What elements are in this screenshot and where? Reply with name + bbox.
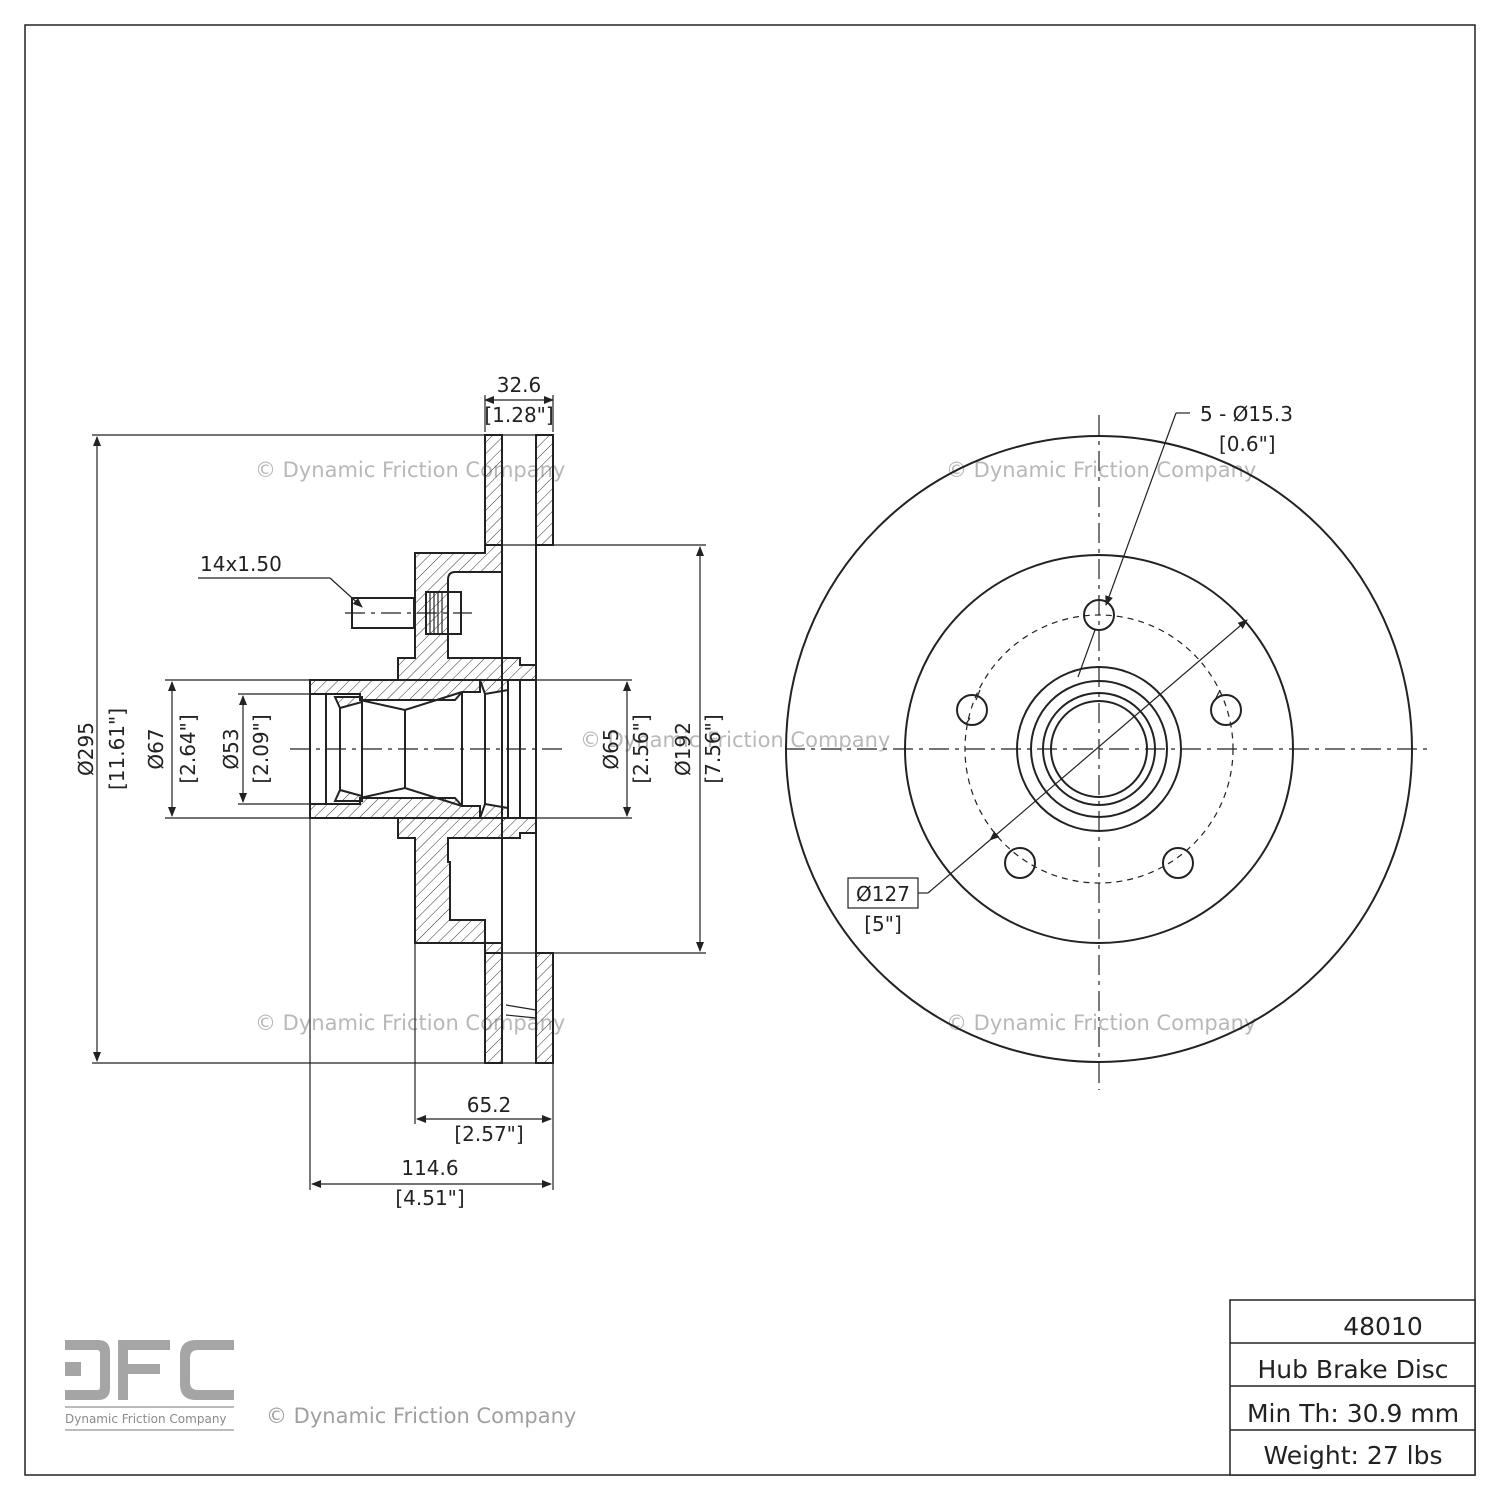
dim-width-mm: 32.6: [497, 373, 542, 397]
dim-outer-dia-mm: Ø295: [74, 722, 98, 776]
disc-plate-inner-bottom: [535, 952, 554, 1064]
logo-letter-c: [180, 1340, 234, 1400]
title-block: 48010 Hub Brake Disc Min Th: 30.9 mm Wei…: [1229, 1299, 1476, 1476]
weight: Weight: 27 lbs: [1263, 1441, 1442, 1470]
disc-plate-outer-top: [484, 434, 503, 546]
dim-d192-mm: Ø192: [671, 722, 695, 776]
dim-d53-in: [2.09"]: [249, 714, 273, 783]
disc-plate-inner-top: [535, 434, 554, 546]
bearing-race-outboard: [333, 788, 363, 802]
logo-subtitle: Dynamic Friction Company: [65, 1412, 227, 1426]
bearing-race-outboard: [333, 696, 363, 710]
sheet-border: [24, 24, 1476, 1476]
stud-hole: [956, 694, 988, 726]
watermarks: © Dynamic Friction Company © Dynamic Fri…: [255, 458, 1256, 1035]
dfc-logo: Dynamic Friction Company: [65, 1340, 234, 1431]
stud-hole: [1004, 847, 1036, 879]
watermark-text: © Dynamic Friction Company: [946, 1011, 1256, 1035]
dim-pcd-in: [5"]: [864, 912, 902, 936]
wheel-stud: [345, 591, 472, 635]
section-view: [290, 434, 565, 1064]
dim-thread: 14x1.50: [200, 552, 282, 576]
bearing-race-inboard: [478, 802, 509, 819]
dim-d192-in: [7.56"]: [701, 714, 725, 783]
hub-hat-bottom: [397, 817, 537, 954]
min-thickness: Min Th: 30.9 mm: [1247, 1399, 1459, 1428]
watermark-text: © Dynamic Friction Company: [580, 728, 890, 752]
disc-plate-outer-bottom: [484, 952, 503, 1064]
dim-overall-mm: 114.6: [401, 1156, 458, 1180]
dim-d67-mm: Ø67: [144, 728, 168, 769]
dim-offset-in: [2.57"]: [454, 1122, 523, 1146]
dim-pcd-mm: Ø127: [856, 882, 910, 906]
logo-letter-d: [65, 1340, 110, 1400]
dim-holes-in: [0.6"]: [1219, 432, 1276, 456]
bearing-race-inboard: [478, 679, 509, 696]
front-view: 5 - Ø15.3 [0.6"] Ø127 [5"]: [785, 402, 1430, 1090]
dim-d67-in: [2.64"]: [176, 714, 200, 783]
dim-holes-mm: 5 - Ø15.3: [1200, 402, 1293, 426]
dim-offset-mm: 65.2: [467, 1093, 512, 1117]
dim-outer-dia-in: [11.61"]: [105, 708, 129, 790]
section-dimensions: 32.6 [1.28"] 14x1.50 Ø295 [11.61"] Ø67 […: [74, 373, 725, 1210]
dim-width-in: [1.28"]: [484, 403, 553, 427]
dim-d65-mm: Ø65: [599, 728, 623, 769]
dim-d53-mm: Ø53: [219, 728, 243, 769]
dim-d65-in: [2.56"]: [629, 714, 653, 783]
part-number: 48010: [1343, 1312, 1423, 1341]
copyright-text: © Dynamic Friction Company: [266, 1404, 576, 1428]
hub-body-top: [309, 679, 481, 701]
watermark-text: © Dynamic Friction Company: [946, 458, 1256, 482]
part-description: Hub Brake Disc: [1257, 1355, 1448, 1384]
stud-hole: [1162, 847, 1194, 879]
dim-overall-in: [4.51"]: [395, 1186, 464, 1210]
watermark-text: © Dynamic Friction Company: [255, 1011, 565, 1035]
watermark-text: © Dynamic Friction Company: [255, 458, 565, 482]
